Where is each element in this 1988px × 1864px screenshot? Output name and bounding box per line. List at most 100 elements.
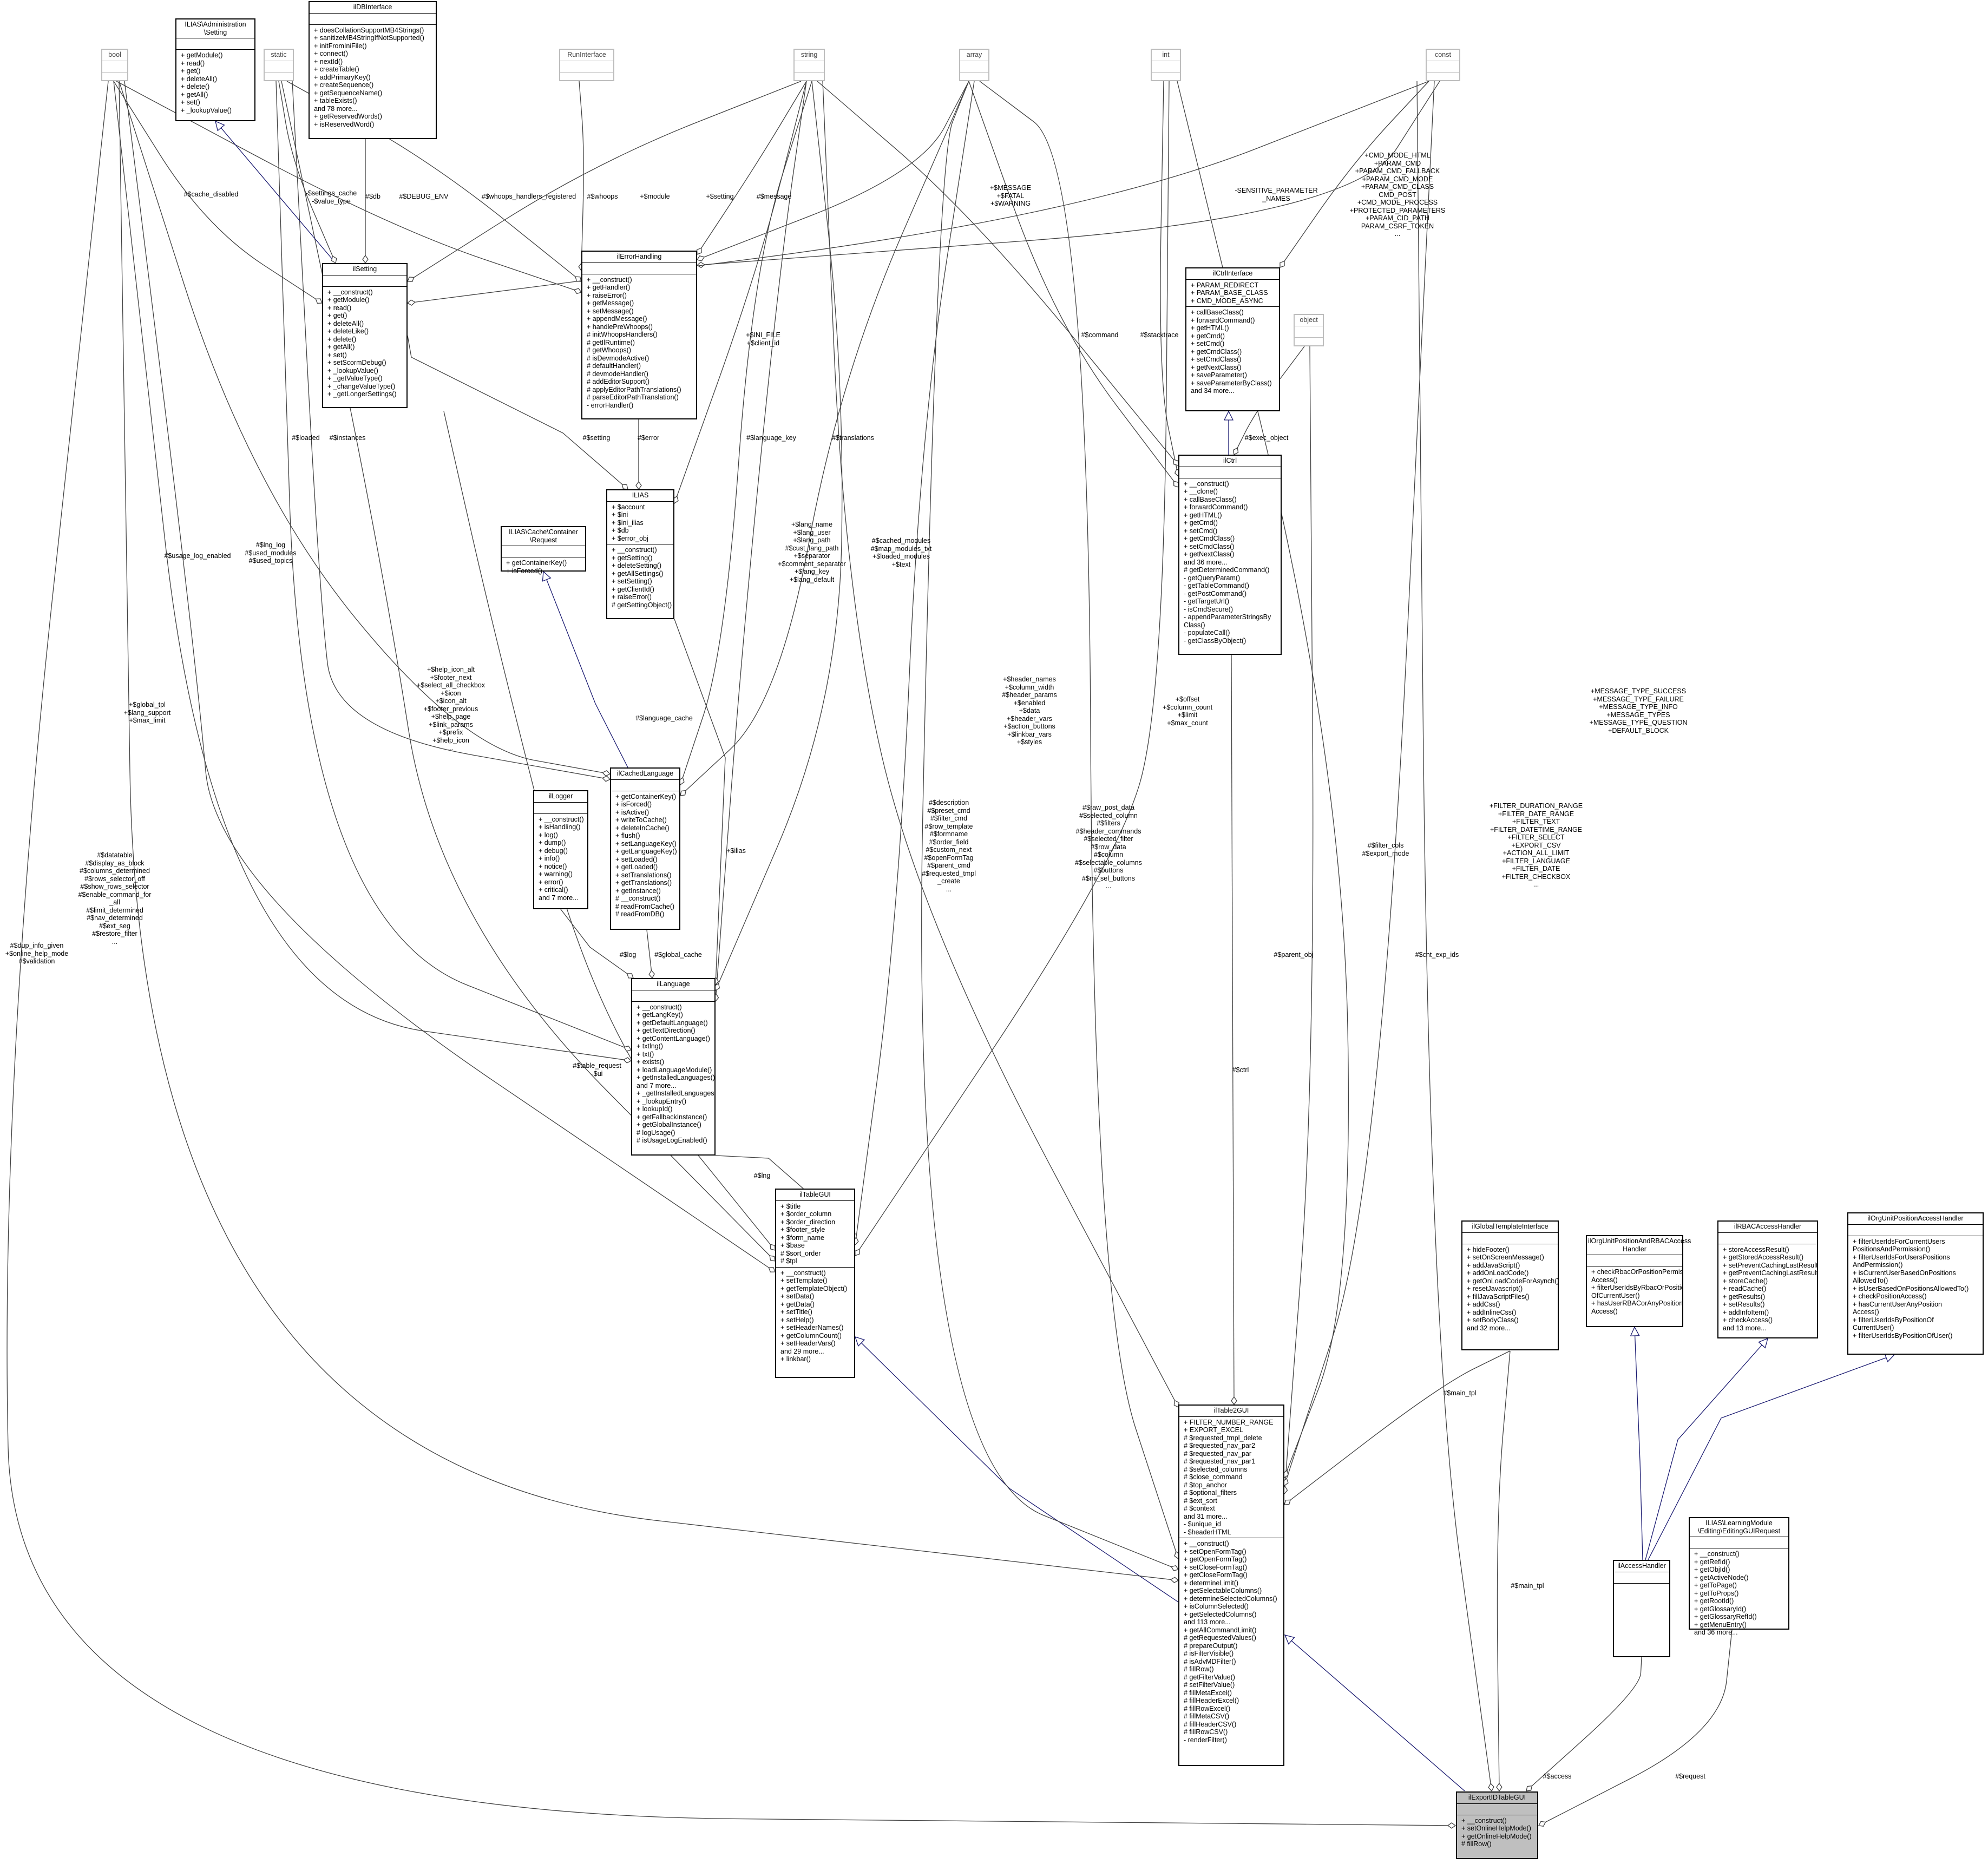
inheritance-arrowhead (1758, 1337, 1768, 1349)
operations-section (1427, 73, 1459, 83)
class-ilctrl[interactable]: ilCtrl+ __construct()+ __clone()+ callBa… (1178, 455, 1282, 655)
aggregation-edge (715, 81, 843, 991)
edge-label-line: #$show_rows_selector (80, 883, 149, 890)
operation: # setFilterValue() (1184, 1681, 1235, 1689)
aggregation-diamond (1170, 1565, 1179, 1571)
operation: + dump() (539, 839, 566, 846)
class-iltablegui[interactable]: ilTableGUI+ $title+ $order_column+ $orde… (775, 1189, 855, 1378)
operation: + determineLimit() (1184, 1579, 1239, 1587)
class-string[interactable]: string (793, 49, 825, 81)
class-name-line: ilTableGUI (799, 1191, 831, 1198)
edge-label-line: #$main_tpl (1443, 1389, 1477, 1397)
class-ilexportidtablegui[interactable]: ilExportIDTableGUI+ __construct()+ setOn… (1456, 1791, 1538, 1859)
operation: + getTranslations() (615, 879, 672, 887)
operation: + setBodyClass() (1467, 1316, 1519, 1324)
operation: + getNextClass() (1184, 550, 1235, 558)
class-ildbinterface[interactable]: ilDBInterface+ doesCollationSupportMB4St… (309, 1, 437, 139)
class-cache_request[interactable]: ILIAS\Cache\Container\Request+ getContai… (501, 526, 586, 575)
operation: - getClassByObject() (1184, 636, 1246, 645)
operation: + getGlobalInstance() (637, 1121, 701, 1128)
class-illogger[interactable]: ilLogger+ __construct()+ isHandling()+ l… (533, 790, 588, 909)
aggregation-edge (697, 81, 1440, 266)
class-illanguage[interactable]: ilLanguage+ __construct()+ getLangKey()+… (631, 978, 716, 1156)
operations-section: + checkRbacOrPositionPermission Access()… (1587, 1266, 1682, 1317)
edge-label-line: #$column (1093, 851, 1124, 858)
edge-label-line: #$lng_log (255, 541, 286, 549)
class-name-line: ilErrorHandling (616, 253, 662, 260)
edge-label-line: _all (109, 898, 120, 906)
operation: + delete() (181, 83, 210, 90)
operations-section (1152, 73, 1180, 83)
attribute: + $order_column (780, 1210, 832, 1218)
operation: + getStoredAccessResult() (1723, 1253, 1804, 1261)
edge-label-line: #$main_tpl (1511, 1582, 1544, 1590)
edge-label-line: #$display_as_block (85, 859, 145, 867)
class-object[interactable]: object (1294, 314, 1324, 346)
operation: + exists() (637, 1058, 665, 1066)
edge-label-line: #$dup_info_given (10, 942, 64, 949)
operation: + isCurrentUserBasedOnPositions (1853, 1269, 1956, 1277)
attributes-section (310, 14, 436, 25)
operation: + getCmd() (1184, 519, 1218, 527)
class-ilias[interactable]: ILIAS+ $account+ $ini+ $ini_ilias+ $db+ … (606, 489, 674, 619)
edge-label-line: #$whoops_handlers_registered (481, 193, 576, 200)
inheritance-arrowhead (1884, 1353, 1895, 1363)
inheritance-arrowhead (1284, 1635, 1295, 1645)
operation: + _lookupEntry() (637, 1097, 687, 1105)
attribute: + PARAM_REDIRECT (1191, 281, 1259, 289)
edge-label-line: +$help_page (431, 713, 471, 720)
edge-label: #$whoops_handlers_registered (482, 193, 576, 201)
class-ilcachedlanguage[interactable]: ilCachedLanguage+ getContainerKey()+ isF… (610, 767, 680, 930)
operation: + deleteAll() (327, 319, 364, 327)
attributes-section (534, 803, 587, 814)
operation: + __construct() (780, 1269, 826, 1277)
class-array[interactable]: array (959, 49, 989, 81)
class-runinterface[interactable]: RunInterface (559, 49, 614, 81)
edge-label-line: #$columns_determined (80, 867, 150, 875)
class-setting_admin[interactable]: ILIAS\Administration\Setting+ getModule(… (175, 18, 255, 121)
class-ilorgunitpos[interactable]: ilOrgUnitPositionAccessHandler+ filterUs… (1847, 1212, 1984, 1355)
class-illmrequest[interactable]: ILIAS\LearningModule\Editing\EditingGUIR… (1689, 1517, 1789, 1636)
attributes-section (1718, 1233, 1817, 1244)
aggregation-edge (116, 81, 582, 293)
class-iltable2gui[interactable]: ilTable2GUI+ FILTER_NUMBER_RANGE+ EXPORT… (1178, 1404, 1284, 1766)
edge-label: +$setting (706, 193, 733, 201)
operation: + getNextClass() (1191, 363, 1242, 371)
class-ilctrlinterface[interactable]: ilCtrlInterface+ PARAM_REDIRECT+ PARAM_B… (1185, 267, 1280, 411)
operation: + resetJavascript() (1467, 1285, 1523, 1292)
operation: + getTemplateObject() (780, 1284, 848, 1292)
class-int[interactable]: int (1151, 49, 1181, 81)
operation: + fillJavaScriptFiles() (1467, 1292, 1530, 1301)
class-ilerrorhandling[interactable]: ilErrorHandling+ __construct()+ getHandl… (581, 251, 697, 419)
class-ilaccesshandler[interactable]: ilAccessHandler (1613, 1560, 1670, 1657)
class-name-line: static (271, 51, 287, 58)
edge-label: #$global_cache (654, 951, 702, 959)
operation: AllowedTo() (1853, 1277, 1888, 1284)
class-ilglobaltemplateinterface[interactable]: ilGlobalTemplateInterface+ hideFooter()+… (1461, 1220, 1559, 1350)
class-const[interactable]: const (1426, 49, 1460, 81)
aggregation-edge (407, 81, 1429, 304)
operation: + addCss() (1467, 1301, 1500, 1308)
class-bool[interactable]: bool (101, 49, 128, 81)
operation: + saveParameter() (1191, 371, 1247, 379)
operations-section: + __construct()+ getModule()+ read()+ ge… (323, 287, 406, 400)
operation: + setCmd() (1184, 527, 1218, 535)
operation: + setCmdClass() (1191, 356, 1242, 363)
edge-label-line: #$error (637, 434, 660, 442)
class-static[interactable]: static (264, 49, 294, 81)
class-name: ilCachedLanguage (611, 769, 679, 780)
operation: + debug() (539, 846, 568, 855)
operation: + isReservedWord() (314, 120, 375, 128)
edge-label-line: #$map_modules_txt (870, 544, 932, 553)
aggregation-edge (979, 81, 1179, 1559)
operation: # fillMetaExcel() (1184, 1689, 1232, 1697)
operation: + lookupId() (637, 1105, 673, 1113)
attribute: + $db (612, 527, 629, 534)
class-ilrbacaccesshandler[interactable]: ilRBACAccessHandler+ storeAccessResult()… (1717, 1220, 1818, 1338)
edge-label-line: +MESSAGE_TYPE_INFO (1599, 703, 1678, 711)
class-ilsetting[interactable]: ilSetting+ __construct()+ getModule()+ r… (322, 263, 408, 408)
edge-label-line: +ACTION_ALL_LIMIT (1503, 849, 1570, 857)
edge-label-line: +$lang_user (793, 528, 831, 536)
